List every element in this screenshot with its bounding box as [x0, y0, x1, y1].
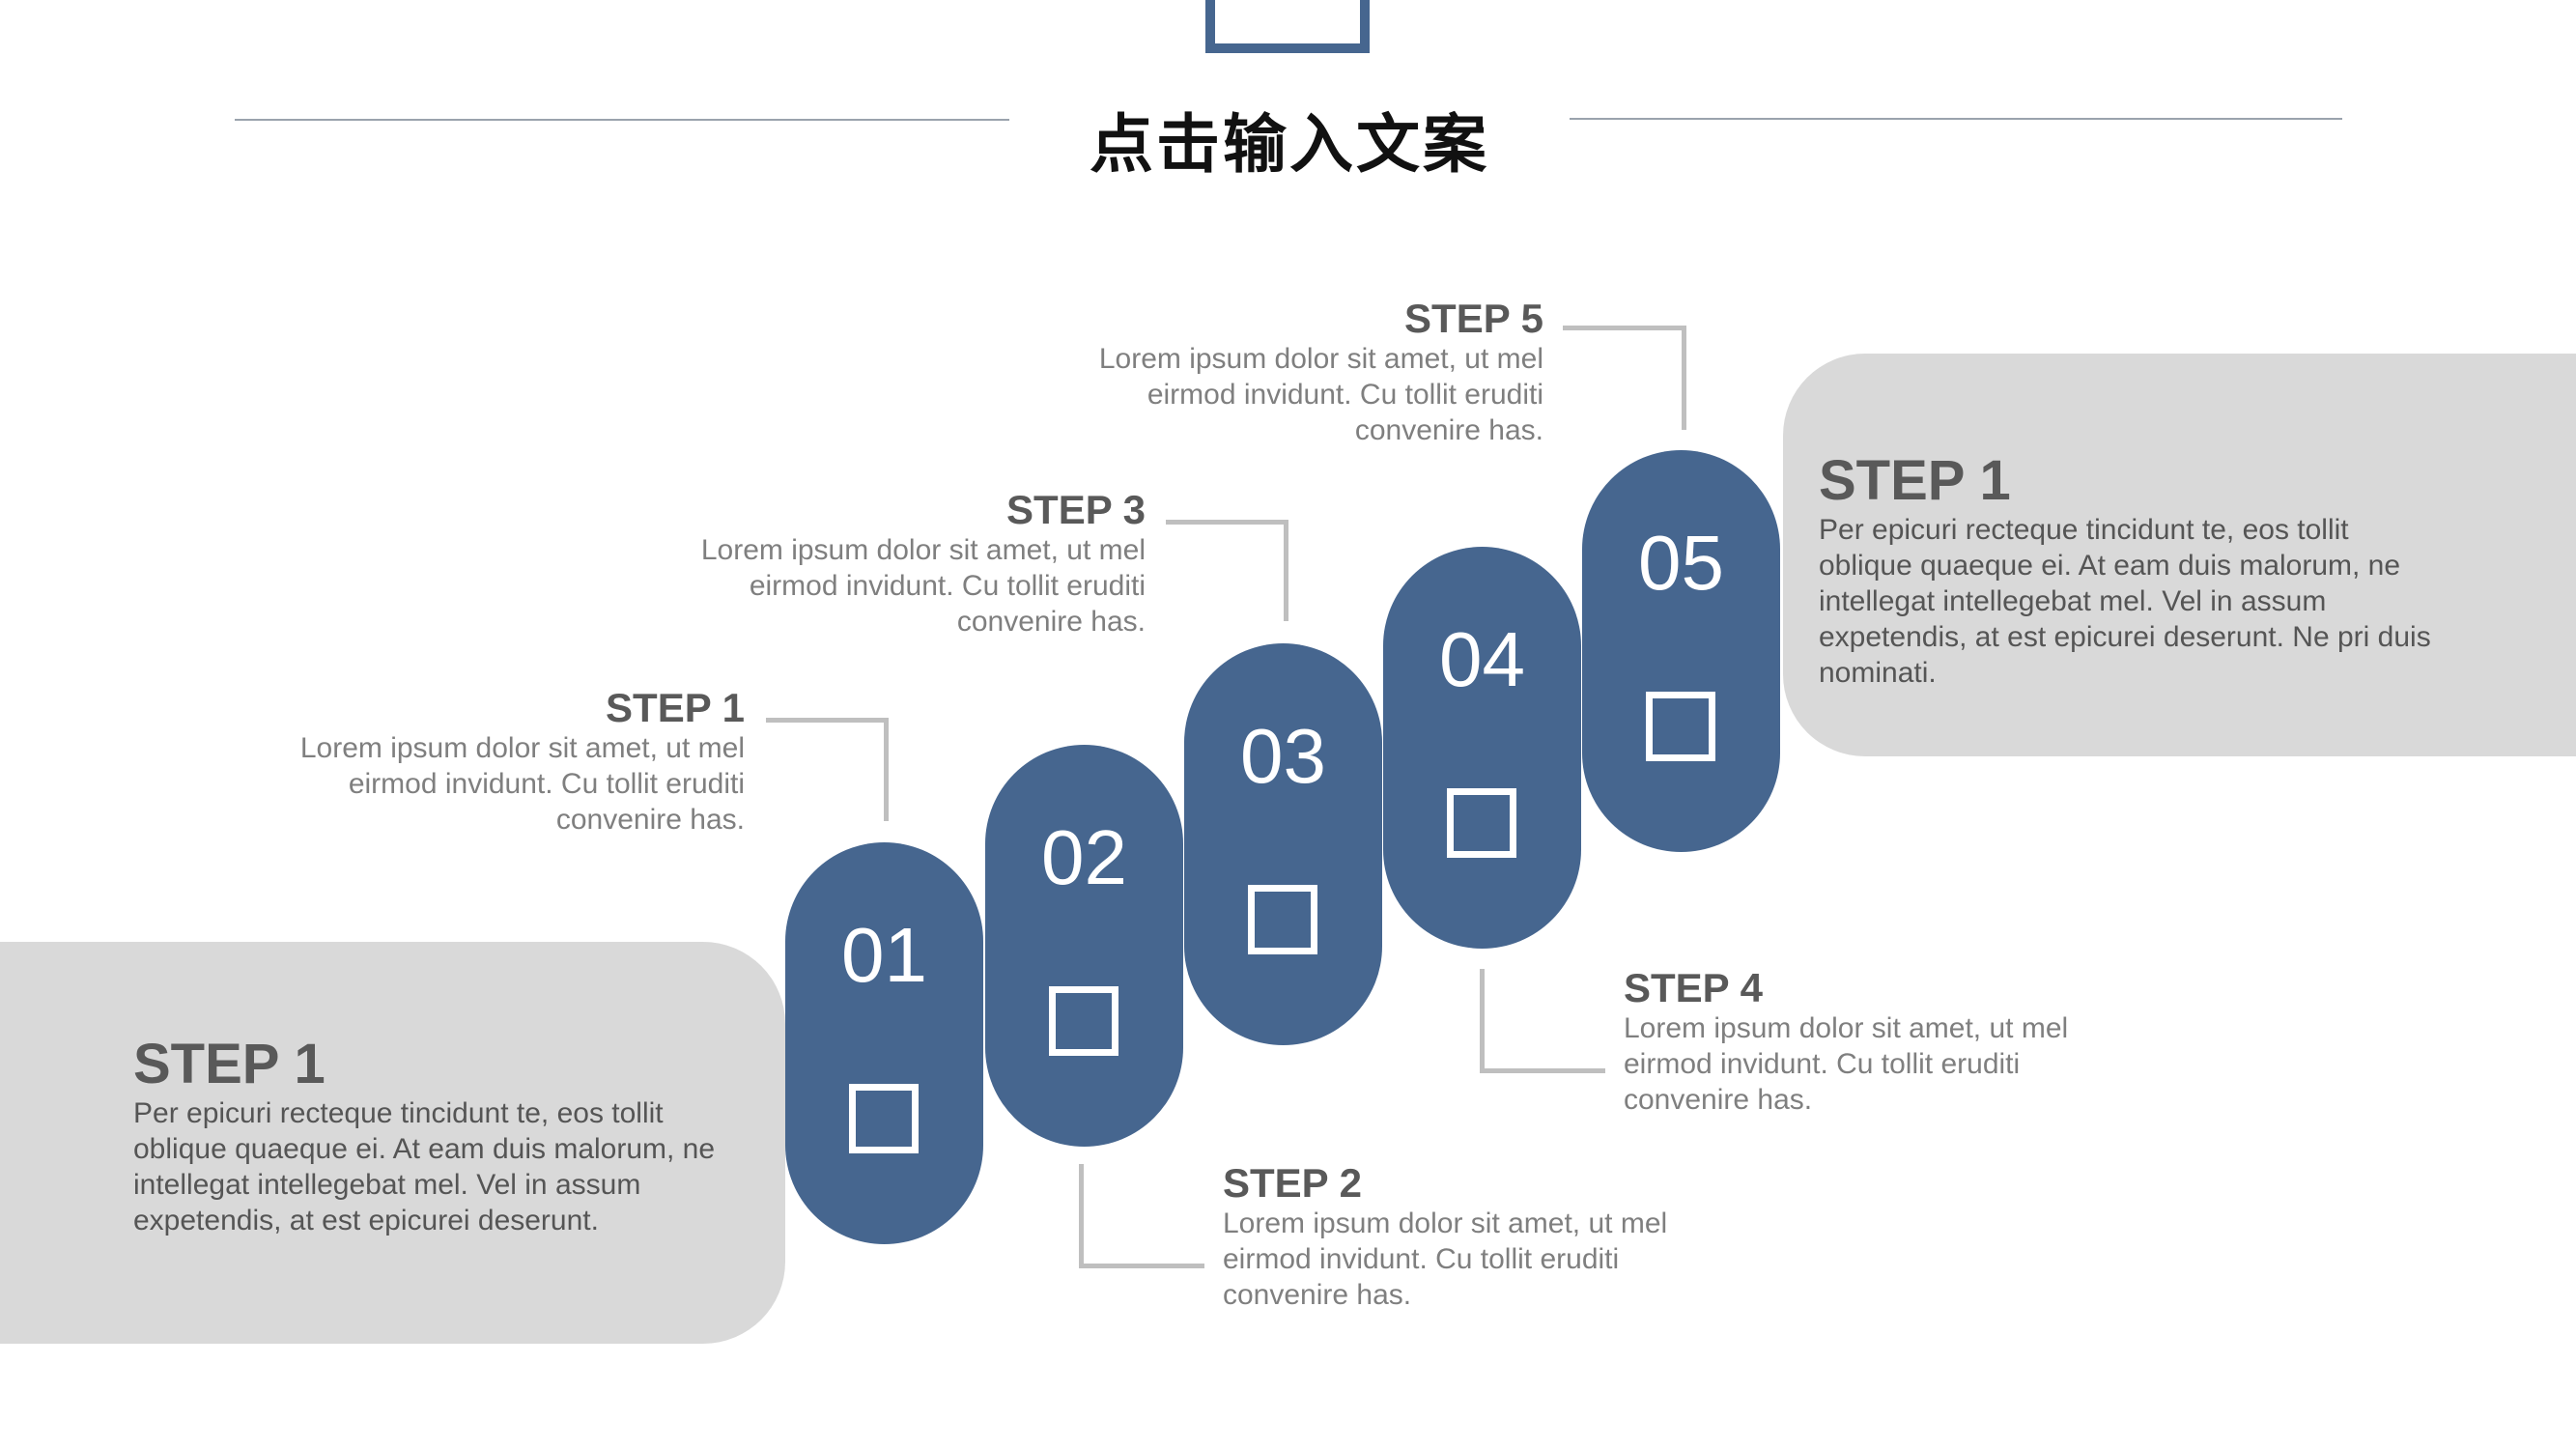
step-title: STEP 3: [1006, 487, 1146, 532]
connector-step-2-h: [1079, 1264, 1204, 1268]
pill-number: 02: [1041, 814, 1127, 900]
panel-right-body: Per epicuri recteque tincidunt te, eos t…: [1819, 514, 2431, 689]
square-icon: [1049, 986, 1118, 1056]
step-pill-05: 05: [1582, 450, 1780, 852]
step-label-5: STEP 5 Lorem ipsum dolor sit amet, ut me…: [1041, 297, 1543, 448]
step-pill-04: 04: [1383, 547, 1581, 949]
connector-step-2-v: [1079, 1164, 1084, 1268]
panel-left-title: STEP 1: [133, 1033, 326, 1095]
connector-step-1-h: [766, 718, 889, 723]
connector-step-3-v: [1284, 520, 1288, 621]
square-icon: [1447, 788, 1516, 858]
top-frame-decoration: [1205, 0, 1370, 53]
step-title: STEP 2: [1223, 1160, 1362, 1206]
step-body: Lorem ipsum dolor sit amet, ut mel eirmo…: [1098, 343, 1543, 446]
step-label-4: STEP 4 Lorem ipsum dolor sit amet, ut me…: [1624, 966, 2126, 1118]
pill-number: 01: [841, 912, 927, 998]
panel-right-title: STEP 1: [1819, 449, 2011, 512]
square-icon: [1248, 885, 1317, 954]
connector-step-5-h: [1563, 326, 1686, 330]
connector-step-5-v: [1682, 326, 1686, 430]
step-title: STEP 1: [606, 685, 745, 730]
connector-step-3-h: [1166, 520, 1288, 525]
panel-left: [0, 942, 785, 1344]
connector-step-1-v: [884, 718, 889, 821]
step-body: Lorem ipsum dolor sit amet, ut mel eirmo…: [1624, 1012, 2069, 1116]
title-rule-left: [235, 119, 1009, 121]
step-label-1: STEP 1 Lorem ipsum dolor sit amet, ut me…: [242, 686, 745, 838]
title-rule-right: [1570, 118, 2342, 120]
step-body: Lorem ipsum dolor sit amet, ut mel eirmo…: [1223, 1208, 1668, 1311]
step-title: STEP 5: [1404, 296, 1543, 341]
connector-step-4-v: [1480, 969, 1485, 1073]
page-title: 点击输入文案: [1090, 107, 1489, 182]
panel-left-body: Per epicuri recteque tincidunt te, eos t…: [133, 1097, 716, 1236]
panel-right: [1783, 354, 2576, 756]
step-body: Lorem ipsum dolor sit amet, ut mel eirmo…: [700, 534, 1146, 638]
step-label-3: STEP 3 Lorem ipsum dolor sit amet, ut me…: [643, 488, 1146, 639]
step-pill-01: 01: [785, 842, 983, 1244]
connector-step-4-h: [1480, 1068, 1605, 1073]
pill-number: 03: [1240, 713, 1326, 799]
pill-number: 04: [1439, 616, 1525, 702]
step-pill-03: 03: [1184, 643, 1382, 1045]
step-title: STEP 4: [1624, 965, 1763, 1010]
pill-number: 05: [1638, 520, 1724, 606]
step-pill-02: 02: [985, 745, 1183, 1147]
step-label-2: STEP 2 Lorem ipsum dolor sit amet, ut me…: [1223, 1161, 1725, 1313]
square-icon: [849, 1084, 919, 1153]
square-icon: [1646, 692, 1715, 761]
step-body: Lorem ipsum dolor sit amet, ut mel eirmo…: [299, 732, 745, 836]
